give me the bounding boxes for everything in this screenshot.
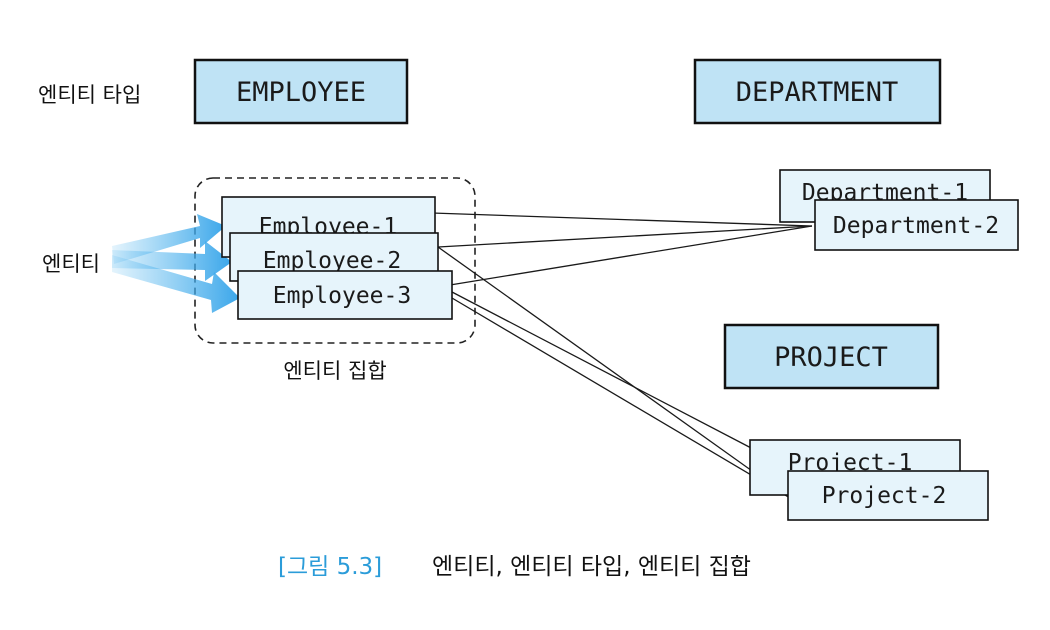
project-2-box: Project-2 <box>787 470 989 521</box>
entity-type-label: 엔티티 타입 <box>38 83 141 107</box>
project-type-label: PROJECT <box>774 342 888 373</box>
department-type-label: DEPARTMENT <box>736 77 899 108</box>
employee-type-box: EMPLOYEE <box>193 58 409 125</box>
figure-caption: [그림 5.3] 엔티티, 엔티티 타입, 엔티티 집합 <box>278 554 751 580</box>
employee-3-label: Employee-3 <box>273 283 411 309</box>
caption-text: 엔티티, 엔티티 타입, 엔티티 집합 <box>432 554 751 580</box>
entity-arrow-2 <box>112 241 232 281</box>
caption-number: [그림 5.3] <box>278 554 382 580</box>
link-employee2-department2 <box>437 225 813 248</box>
entity-arrow-3 <box>112 255 240 313</box>
link-employee2-project2 <box>437 246 791 499</box>
link-employee1-department2 <box>431 212 813 227</box>
project-2-label: Project-2 <box>822 483 947 509</box>
employee-type-label: EMPLOYEE <box>236 77 366 108</box>
employee-3-box: Employee-3 <box>237 270 453 320</box>
department-2-label: Department-2 <box>833 213 999 239</box>
link-employee3-project1 <box>451 291 756 451</box>
department-type-box: DEPARTMENT <box>693 58 942 125</box>
relationship-lines <box>431 212 813 499</box>
project-type-box: PROJECT <box>723 323 940 390</box>
entity-label: 엔티티 <box>42 252 100 276</box>
link-employee3-project2 <box>451 297 791 499</box>
link-employee3-department2 <box>449 225 813 286</box>
entity-set-boundary <box>194 177 476 344</box>
entity-set-label: 엔티티 집합 <box>283 359 386 383</box>
department-2-box: Department-2 <box>814 199 1019 251</box>
employee-2-label: Employee-2 <box>263 248 401 274</box>
entity-arrows <box>112 214 240 313</box>
